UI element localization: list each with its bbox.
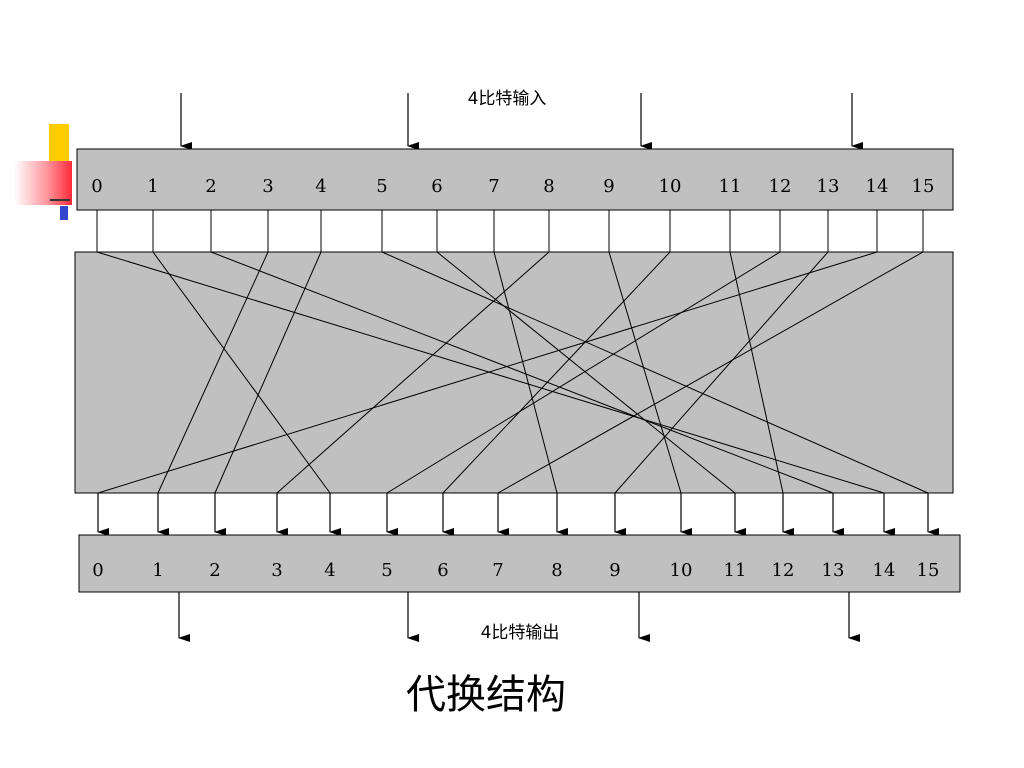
output-number-1: 1 xyxy=(152,560,163,581)
output-arrows xyxy=(178,592,860,642)
output-number-4: 4 xyxy=(324,560,335,581)
perm-line-12-to-5 xyxy=(386,251,781,494)
output-number-8: 8 xyxy=(551,560,562,581)
perm-line-9-to-10 xyxy=(608,251,682,494)
output-number-11: 11 xyxy=(724,560,747,581)
deco-blue-block xyxy=(60,206,68,220)
input-number-7: 7 xyxy=(488,176,499,197)
input-number-13: 13 xyxy=(817,176,840,197)
output-number-0: 0 xyxy=(92,560,103,581)
diagram-caption: 代换结构 xyxy=(406,672,566,718)
input-arrows xyxy=(180,93,863,150)
perm-line-1-to-4 xyxy=(152,251,331,494)
output-number-2: 2 xyxy=(209,560,220,581)
input-label: 4比特输入 xyxy=(467,89,547,109)
slide-decoration xyxy=(0,0,80,230)
perm-line-11-to-12 xyxy=(729,251,784,494)
input-number-5: 5 xyxy=(376,176,387,197)
perm-line-8-to-3 xyxy=(276,251,550,494)
perm-line-15-to-7 xyxy=(497,251,924,494)
output-number-13: 13 xyxy=(822,560,845,581)
permutation-output-arrows xyxy=(97,493,939,536)
perm-line-10-to-6 xyxy=(442,251,671,494)
input-number-14: 14 xyxy=(866,176,889,197)
output-number-3: 3 xyxy=(271,560,282,581)
output-number-9: 9 xyxy=(609,560,620,581)
perm-line-6-to-11 xyxy=(436,251,736,494)
output-number-10: 10 xyxy=(670,560,693,581)
input-number-11: 11 xyxy=(719,176,742,197)
perm-line-0-to-14 xyxy=(96,251,885,494)
input-number-15: 15 xyxy=(912,176,935,197)
input-box xyxy=(76,148,954,211)
perm-line-3-to-1 xyxy=(157,251,269,494)
output-number-7: 7 xyxy=(492,560,503,581)
perm-line-14-to-0 xyxy=(97,251,878,494)
output-number-6: 6 xyxy=(437,560,448,581)
input-number-12: 12 xyxy=(769,176,792,197)
deco-yellow-block xyxy=(49,124,69,164)
output-number-15: 15 xyxy=(917,560,940,581)
output-number-5: 5 xyxy=(381,560,392,581)
input-number-0: 0 xyxy=(91,176,102,197)
perm-line-2-to-13 xyxy=(210,251,834,494)
input-number-4: 4 xyxy=(315,176,326,197)
input-number-2: 2 xyxy=(205,176,216,197)
permutation-lines xyxy=(96,251,929,494)
input-number-1: 1 xyxy=(147,176,158,197)
input-number-3: 3 xyxy=(262,176,273,197)
input-number-6: 6 xyxy=(431,176,442,197)
permutation-box xyxy=(74,251,954,494)
input-connectors xyxy=(96,210,924,252)
input-number-8: 8 xyxy=(543,176,554,197)
deco-red-gradient-block xyxy=(14,161,72,205)
input-number-10: 10 xyxy=(659,176,682,197)
output-number-12: 12 xyxy=(772,560,795,581)
perm-line-7-to-8 xyxy=(493,251,558,494)
deco-line xyxy=(50,199,70,201)
perm-line-5-to-15 xyxy=(381,251,929,494)
output-number-14: 14 xyxy=(873,560,896,581)
perm-line-4-to-2 xyxy=(214,251,322,494)
input-number-9: 9 xyxy=(603,176,614,197)
output-box xyxy=(78,534,961,593)
output-label: 4比特输出 xyxy=(480,623,560,643)
perm-line-13-to-9 xyxy=(614,251,829,494)
